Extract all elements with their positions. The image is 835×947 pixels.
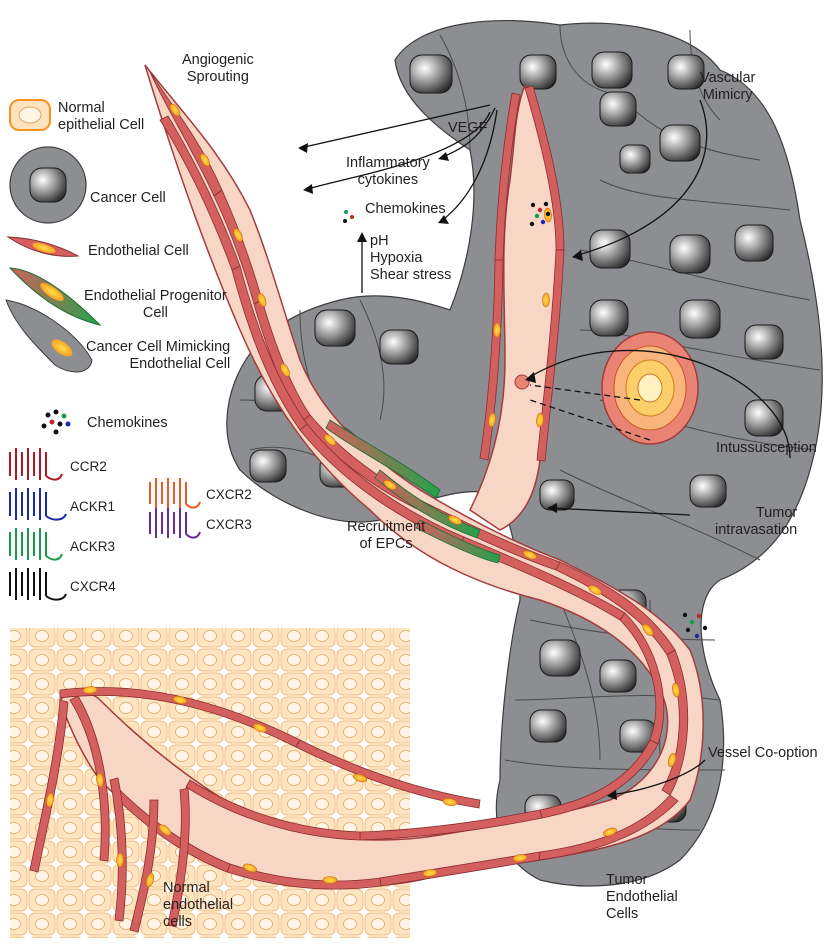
label-angiogenic-sprouting-text: Angiogenic Sprouting bbox=[182, 52, 254, 85]
label-intussusception: Intussusception bbox=[716, 440, 817, 456]
ackr1-receptor-icon bbox=[9, 488, 67, 521]
legend-receptor-cxcr4: CXCR4 bbox=[70, 579, 116, 594]
legend-cancer-cell-mimicking-text: Cancer Cell Mimicking Endothelial Cell bbox=[86, 339, 231, 372]
arrow-heads bbox=[298, 143, 617, 800]
cxcr2-receptor-icon bbox=[149, 478, 201, 509]
label-ph-hypoxia-shear: pH Hypoxia Shear stress bbox=[370, 233, 451, 284]
label-recruitment-of-epcs-text: Recruitment of EPCs bbox=[347, 519, 426, 552]
label-vessel-co-option: Vessel Co-option bbox=[708, 745, 818, 761]
label-chemokines-signal: Chemokines bbox=[365, 201, 446, 217]
legend-endothelial-cell: Endothelial Cell bbox=[88, 243, 189, 259]
legend-chemokines: Chemokines bbox=[87, 415, 168, 431]
label-ph-hypoxia-shear-text: pH Hypoxia Shear stress bbox=[370, 233, 452, 283]
label-tumor-intravasation: Tumor intravasation bbox=[715, 505, 797, 539]
tumor-vessel bbox=[29, 64, 704, 933]
label-vascular-mimicry-text: Vascular Mimicry bbox=[700, 70, 756, 103]
legend-normal-epithelial-cell-text: Normal epithelial Cell bbox=[58, 100, 145, 133]
legend-cancer-cell: Cancer Cell bbox=[90, 190, 166, 206]
receptor-icons bbox=[9, 448, 201, 601]
label-recruitment-of-epcs: Recruitment of EPCs bbox=[347, 519, 425, 553]
label-tumor-endothelial-cells-text: Tumor Endothelial Cells bbox=[606, 872, 678, 922]
label-vascular-mimicry: Vascular Mimicry bbox=[700, 70, 755, 104]
legend-normal-epithelial-cell: Normal epithelial Cell bbox=[58, 100, 144, 134]
label-inflammatory-cytokines-text: Inflammatory cytokines bbox=[346, 155, 430, 188]
signal-arrows bbox=[299, 99, 791, 796]
ackr3-receptor-icon bbox=[9, 528, 63, 561]
legend-receptor-ackr3: ACKR3 bbox=[70, 539, 116, 554]
label-tumor-endothelial-cells: Tumor Endothelial Cells bbox=[606, 872, 678, 923]
label-inflammatory-cytokines: Inflammatory cytokines bbox=[346, 155, 430, 189]
cxcr4-receptor-icon bbox=[9, 568, 67, 601]
cxcr3-receptor-icon bbox=[149, 508, 201, 539]
chemokine-clusters bbox=[343, 201, 708, 639]
legend-endothelial-progenitor-cell: Endothelial Progenitor Cell bbox=[84, 288, 227, 322]
legend-receptor-cxcr2: CXCR2 bbox=[206, 487, 252, 502]
legend-endothelial-progenitor-cell-text: Endothelial Progenitor Cell bbox=[84, 288, 227, 321]
legend-icons bbox=[5, 99, 102, 435]
chemokines-dots-icon bbox=[41, 409, 71, 435]
label-normal-endothelial-cells-text: Normal endothelial cells bbox=[163, 880, 234, 930]
intussusception-section bbox=[514, 331, 699, 445]
label-angiogenic-sprouting: Angiogenic Sprouting bbox=[182, 52, 254, 86]
legend-receptor-ackr1: ACKR1 bbox=[70, 499, 116, 514]
ccr2-receptor-icon bbox=[9, 448, 63, 481]
legend-receptor-ccr2: CCR2 bbox=[70, 459, 107, 474]
legend-receptor-cxcr3: CXCR3 bbox=[206, 517, 252, 532]
label-tumor-intravasation-text: Tumor intravasation bbox=[715, 505, 798, 538]
legend-cancer-cell-mimicking: Cancer Cell Mimicking Endothelial Cell bbox=[86, 339, 230, 373]
label-vegf: VEGF bbox=[448, 120, 488, 136]
label-normal-endothelial-cells: Normal endothelial cells bbox=[163, 880, 233, 931]
